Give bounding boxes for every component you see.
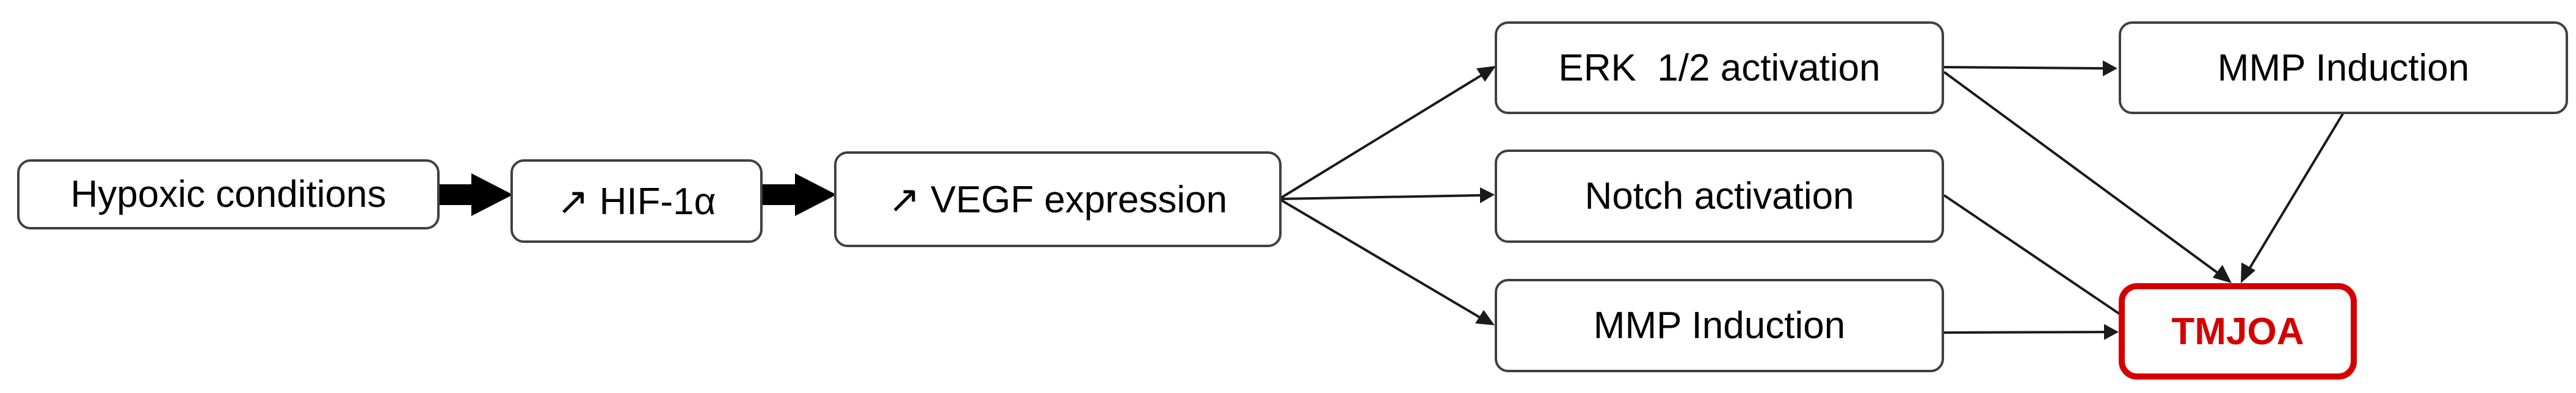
node-label: MMP Induction [2217,46,2470,89]
edge-erk-to-mmp-top [1943,66,2106,70]
node-tmjoa: TMJOA [2119,283,2357,380]
edge-erk-to-tmjoa [1943,71,2224,278]
node-label: ↗ VEGF expression [888,179,1228,221]
node-label: ↗ HIF-1α [557,181,716,223]
edge-vegf-to-notch [1279,194,1484,200]
edge-hypoxic-to-hif [437,173,513,216]
node-hypoxic-conditions: Hypoxic conditions [17,159,440,229]
node-mmp-induction-middle: MMP Induction [1495,279,1944,372]
edge-mmp-mid-to-tmjoa [1943,331,2107,334]
node-label: TMJOA [2171,310,2304,353]
edge-vegf-to-erk [1278,69,1491,200]
edge-hif-to-vegf [760,173,836,216]
node-mmp-induction-top: MMP Induction [2119,21,2568,114]
node-label: Notch activation [1584,175,1854,217]
edge-notch-to-tmjoa [1943,194,2132,323]
node-label: Hypoxic conditions [70,173,386,215]
node-label: MMP Induction [1593,305,1846,347]
node-vegf-expression: ↗ VEGF expression [834,151,1282,247]
edge-mmp-top-to-tmjoa [2246,112,2345,274]
node-erk-activation: ERK 1/2 activation [1495,21,1944,114]
edge-vegf-to-mmp-mid [1278,198,1486,322]
node-label: ERK 1/2 activation [1558,46,1881,89]
node-hif-1a: ↗ HIF-1α [510,159,763,243]
node-notch-activation: Notch activation [1495,150,1944,243]
